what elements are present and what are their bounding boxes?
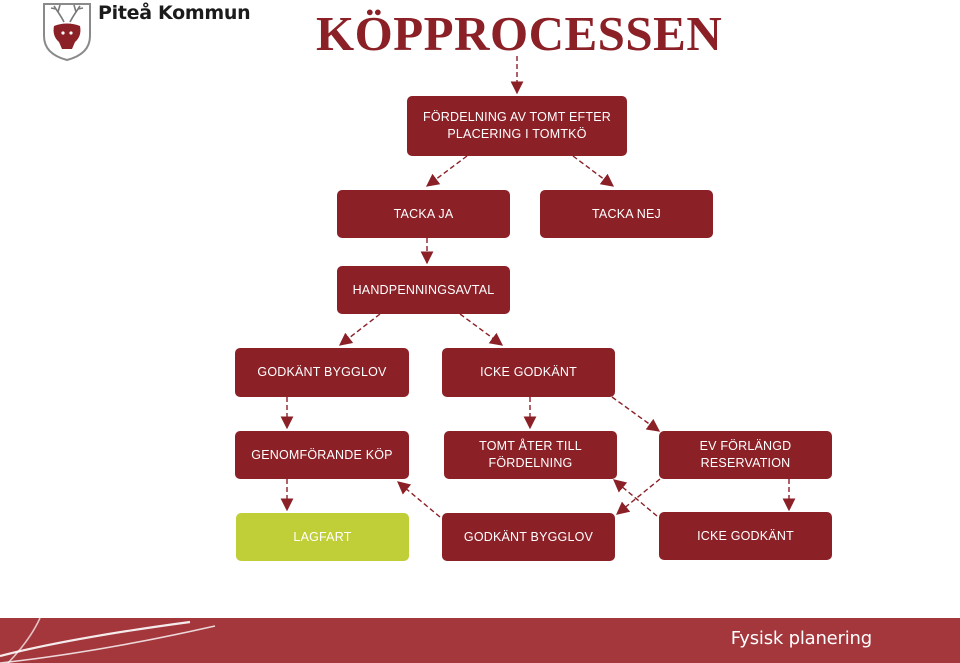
box-purchase-label: GENOMFÖRANDE KÖP [251,447,393,462]
box-decline-label: TACKA NEJ [592,206,661,221]
box-purchase: GENOMFÖRANDE KÖP [235,431,409,479]
arrow-deposit-to-approved-permit [338,313,381,346]
pitea-coat-of-arms-icon [43,3,91,62]
footer-swoosh-decoration [0,618,216,663]
box-accept: TACKA JA [337,190,510,238]
page-title: KÖPPROCESSEN [316,6,723,61]
box-deposit-agreement-label: HANDPENNINGSAVTAL [352,282,495,297]
footer-department-label: Fysisk planering [730,628,872,649]
box-return-plot: TOMT ÅTER TILL FÖRDELNING [444,431,617,479]
box-title-registration: LAGFART [236,513,409,561]
arrow-not-approved-2-to-return-plot [613,479,658,517]
box-extend-reservation-label: EV FÖRLÄNGD RESERVATION [699,439,792,470]
box-approved-permit-2-label: GODKÄNT BYGGLOV [463,529,594,544]
box-not-approved-2-label: ICKE GODKÄNT [697,528,794,543]
box-approved-permit-2: GODKÄNT BYGGLOV [442,513,615,561]
box-extend-reservation: EV FÖRLÄNGD RESERVATION [659,431,832,479]
box-plot-distribution: FÖRDELNING AV TOMT EFTER PLACERING I TOM… [407,96,627,156]
arrow-not-approved-to-extend-reservation [611,396,661,432]
brand-name: Piteå Kommun [98,2,251,24]
arrow-approved-permit-2-to-purchase [397,481,441,518]
box-title-registration-label: LAGFART [293,529,352,544]
box-approved-permit-label: GODKÄNT BYGGLOV [257,365,387,379]
arrow-deposit-to-not-approved [459,313,504,346]
box-plot-distribution-label: FÖRDELNING AV TOMT EFTER PLACERING I TOM… [423,110,611,141]
box-decline: TACKA NEJ [540,190,713,238]
box-approved-permit: GODKÄNT BYGGLOV [235,348,409,397]
box-accept-label: TACKA JA [393,206,454,221]
box-not-approved-2: ICKE GODKÄNT [659,512,832,560]
box-deposit-agreement: HANDPENNINGSAVTAL [337,266,510,314]
box-not-approved: ICKE GODKÄNT [442,348,615,397]
arrow-distribution-to-decline [572,155,615,187]
arrow-extend-reservation-to-approved-permit-2 [615,478,661,515]
arrow-distribution-to-accept [425,155,468,187]
box-return-plot-label: TOMT ÅTER TILL FÖRDELNING [479,439,582,470]
footer-bar: Fysisk planering [0,618,960,663]
box-not-approved-label: ICKE GODKÄNT [480,365,577,379]
